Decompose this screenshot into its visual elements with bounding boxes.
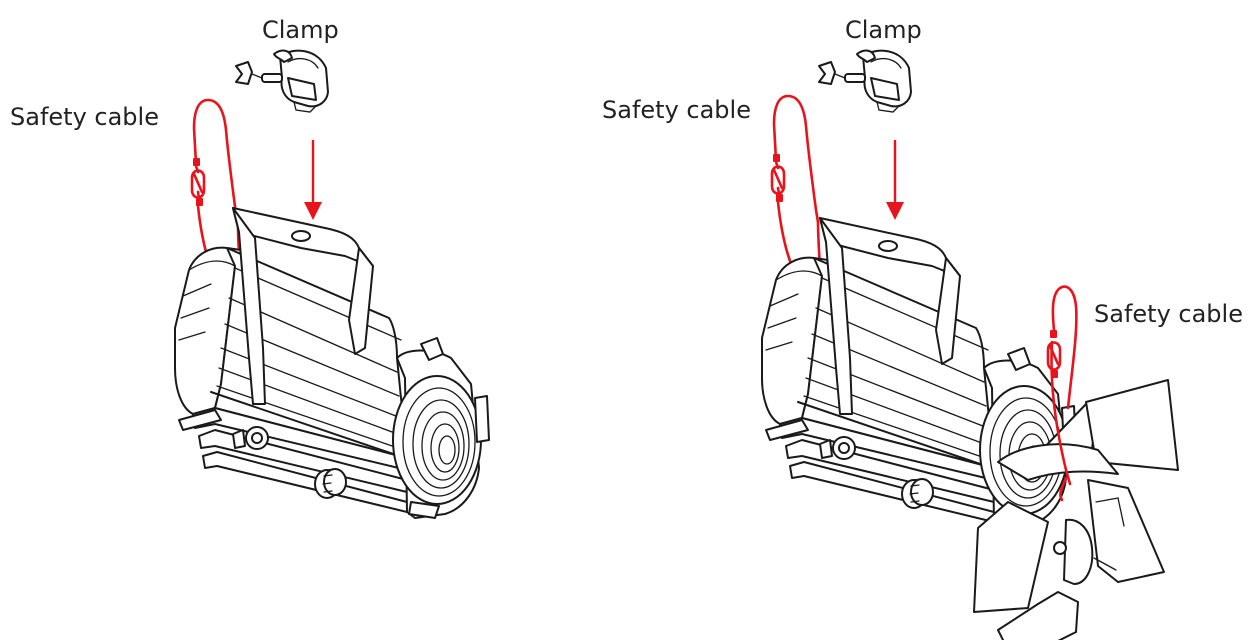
barndoor-safety-cable-drawing [1046, 285, 1078, 502]
right-spotlight-drawing [761, 217, 1077, 529]
right-illustration: Clamp Safety cable Safety cable [602, 16, 1243, 640]
right-clamp-label: Clamp [845, 16, 922, 44]
right-clamp-drawing [818, 49, 912, 113]
left-illustration: Clamp Safety cable [10, 16, 490, 519]
left-mount-arrow [302, 138, 324, 222]
left-clamp-drawing [235, 49, 329, 113]
left-safety-cable-label: Safety cable [10, 103, 159, 131]
left-spotlight-drawing [174, 207, 490, 519]
left-clamp-label: Clamp [262, 16, 339, 44]
right-safety-cable-label: Safety cable [602, 96, 751, 124]
right-barndoor-safety-cable-label: Safety cable [1094, 300, 1243, 328]
right-mount-arrow [884, 138, 906, 222]
